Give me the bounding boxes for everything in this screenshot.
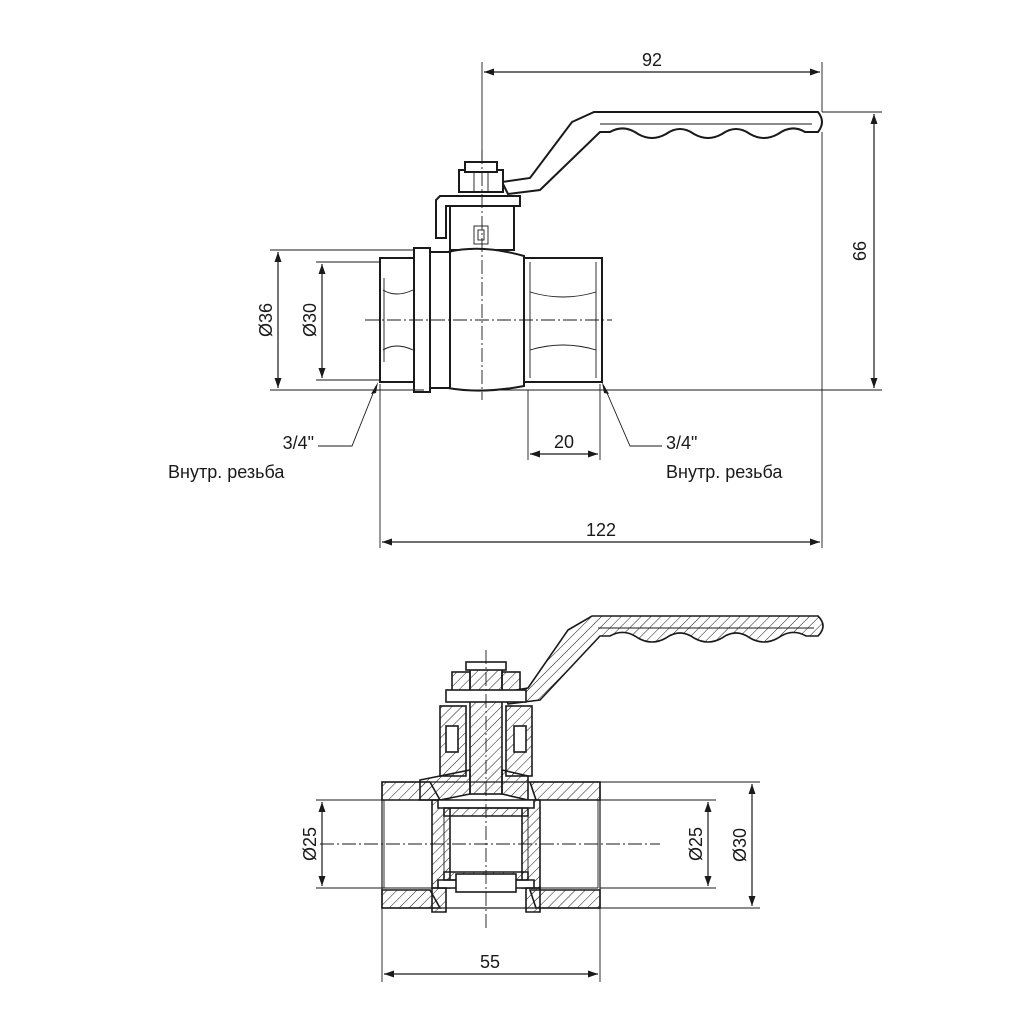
stem-nut — [458, 169, 504, 193]
dim-thread-length: 20 — [554, 432, 574, 452]
dim-inner-diameter: Ø30 — [300, 303, 320, 337]
thread-right-type: Внутр. резьба — [666, 462, 783, 482]
dim-body-diameter: Ø30 — [730, 828, 750, 862]
dim-body-length: 55 — [480, 952, 500, 972]
thread-left-type: Внутр. резьба — [168, 462, 285, 482]
dim-handle-length: 92 — [642, 50, 662, 70]
thread-left-size: 3/4" — [283, 433, 314, 453]
dim-height: 66 — [850, 241, 870, 261]
dim-bore-right: Ø25 — [686, 827, 706, 861]
dim-bore-left: Ø25 — [300, 827, 320, 861]
lever-handle — [500, 111, 823, 196]
section-lever-handle — [502, 615, 824, 705]
valve-side-view: 92 66 Ø36 Ø30 20 122 3/4" Внутр. резьба — [168, 50, 882, 548]
dim-outer-diameter: Ø36 — [256, 303, 276, 337]
thread-right-size: 3/4" — [666, 433, 697, 453]
dim-total-length: 122 — [586, 520, 616, 540]
valve-section-view: Ø25 Ø25 Ø30 55 — [300, 615, 824, 982]
